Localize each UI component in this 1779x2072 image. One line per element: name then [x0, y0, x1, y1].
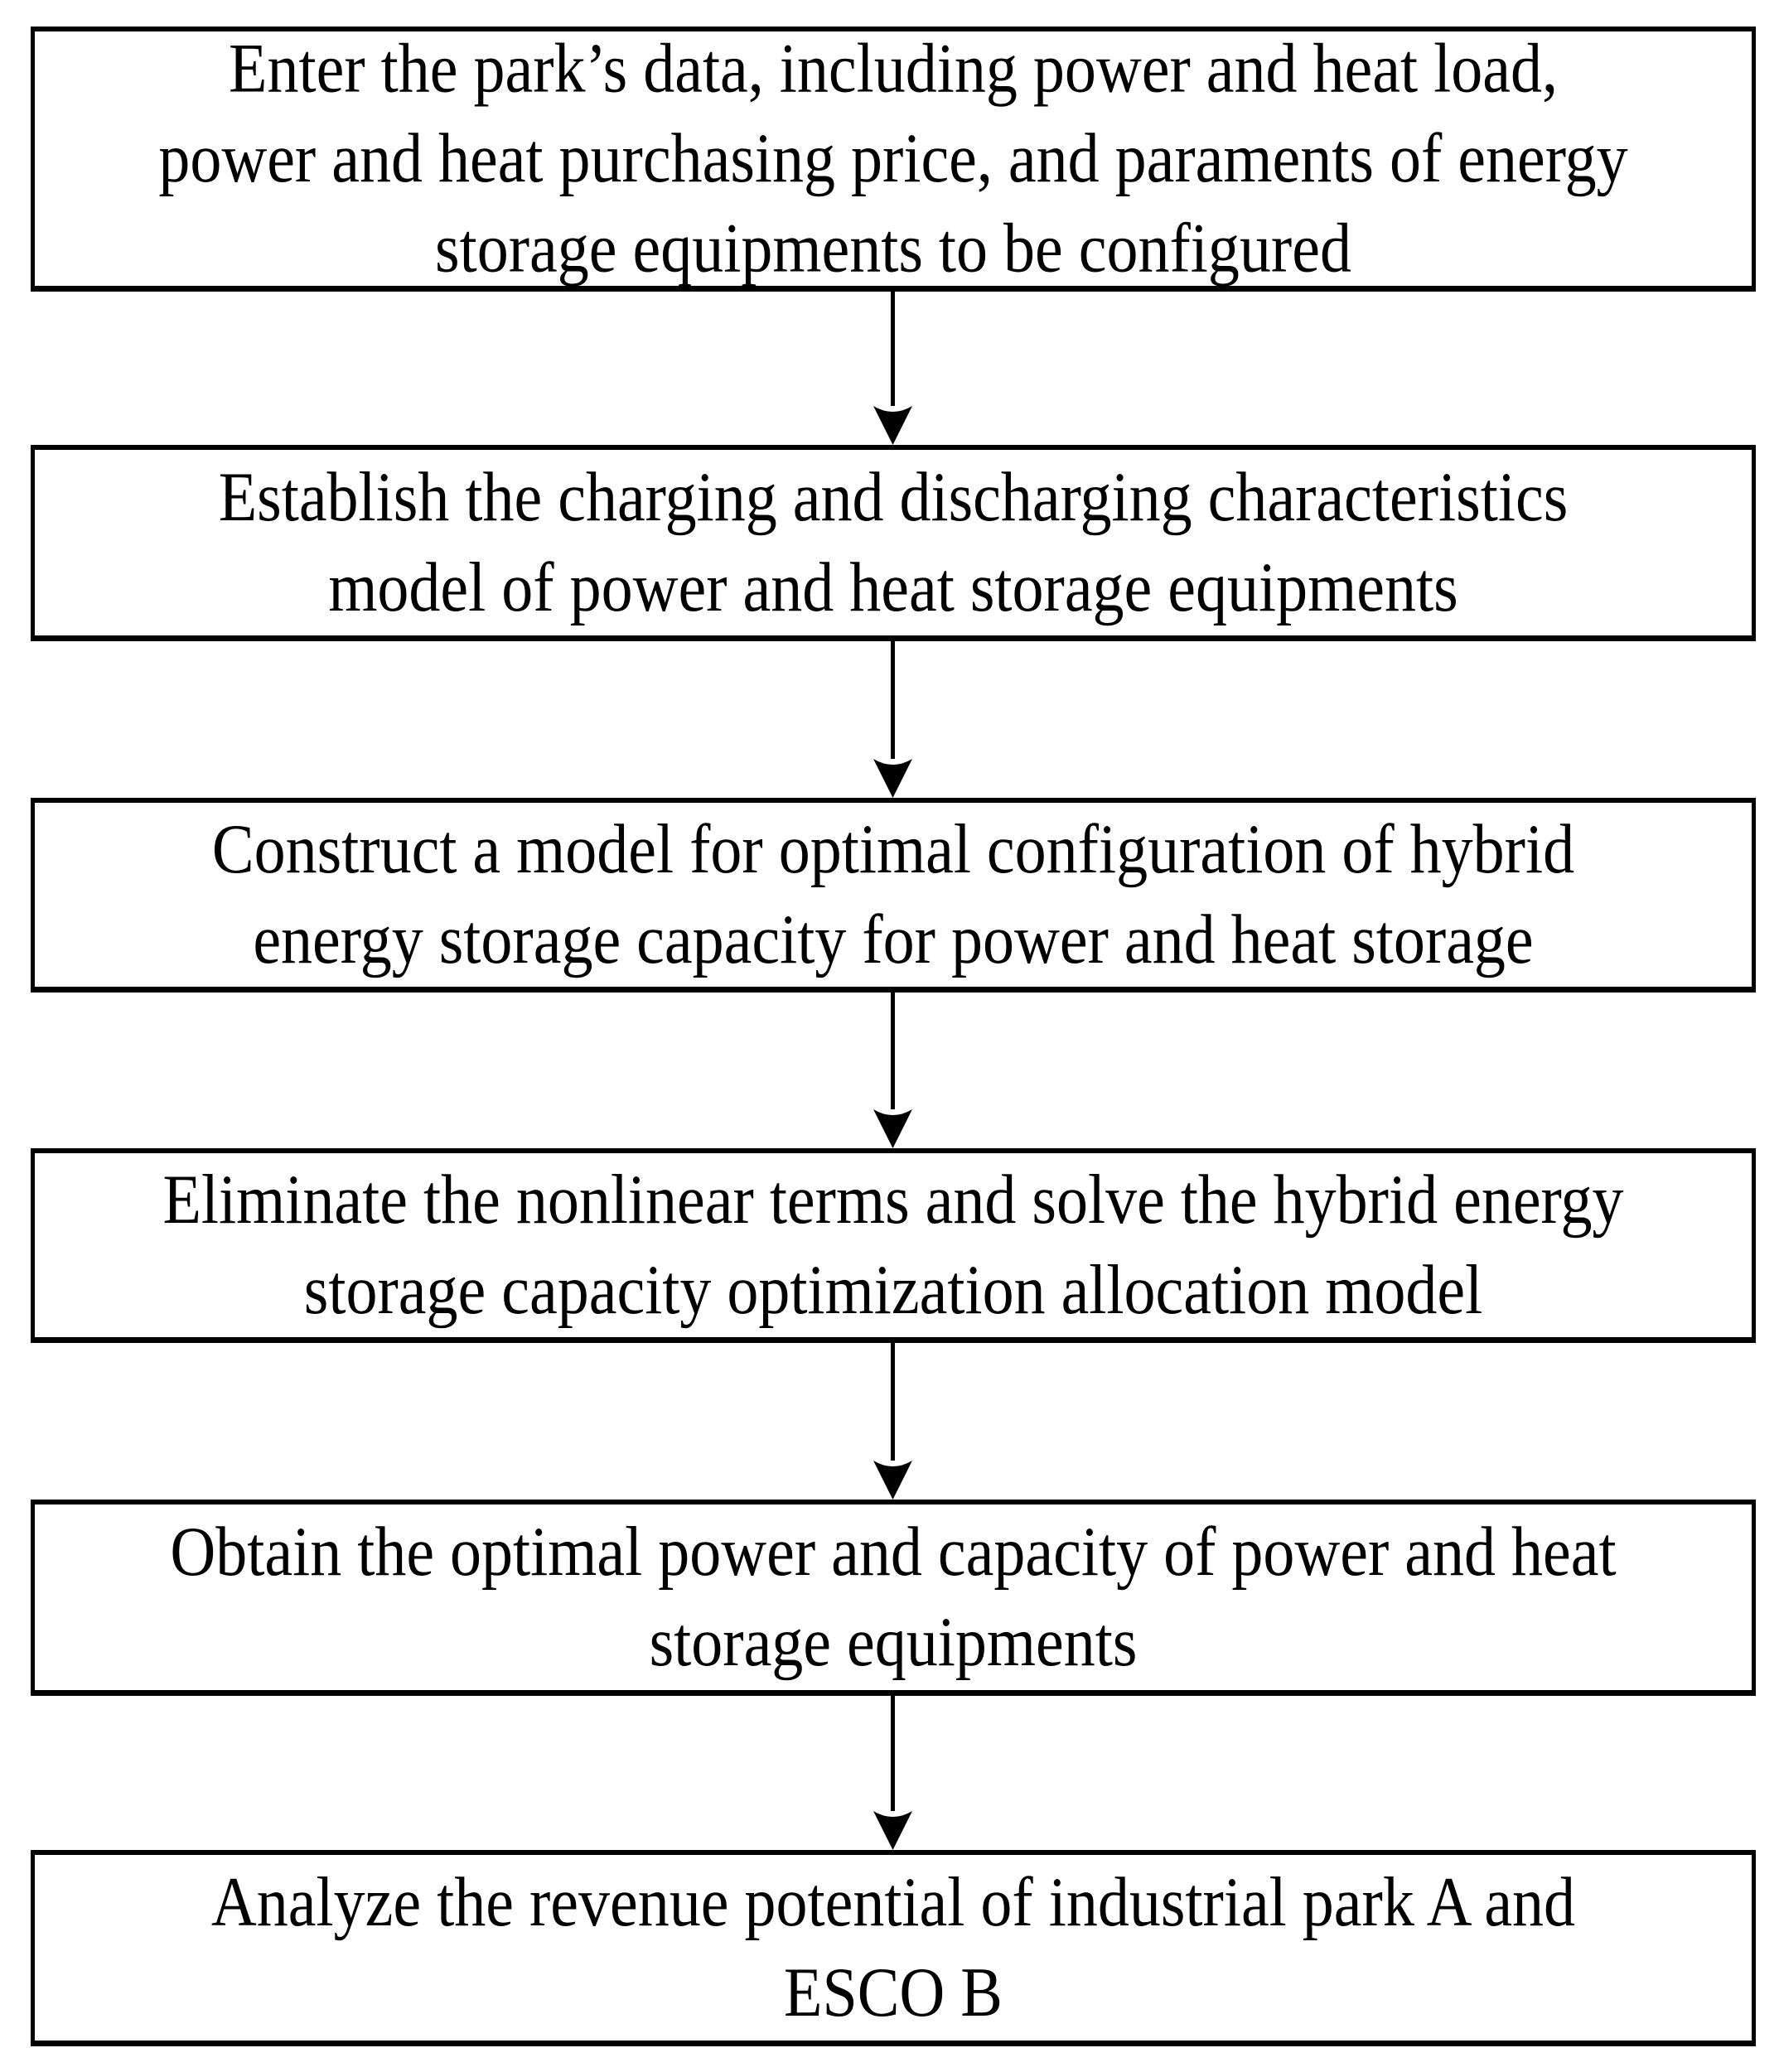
text-line: power and heat purchasing price, and par… — [158, 118, 1628, 197]
flow-arrow-3 — [873, 991, 912, 1148]
text-line: Establish the charging and discharging c… — [218, 458, 1569, 537]
text-line: storage equipments to be configured — [435, 209, 1351, 287]
flow-step-5: Obtain the optimal power and capacity of… — [31, 1500, 1756, 1696]
flow-arrow-1 — [873, 290, 912, 445]
flow-step-3: Construct a model for optimal configurat… — [31, 798, 1756, 993]
arrow-head-icon — [873, 1461, 912, 1500]
text-line: model of power and heat storage equipmen… — [328, 548, 1458, 626]
text-line: storage capacity optimization allocation… — [303, 1250, 1483, 1329]
flow-step-6: Analyze the revenue potential of industr… — [31, 1850, 1756, 2046]
flow-step-5-text: Obtain the optimal power and capacity of… — [35, 1507, 1752, 1687]
flow-step-2: Establish the charging and discharging c… — [31, 445, 1756, 641]
flow-arrow-5 — [873, 1694, 912, 1850]
flow-step-3-text: Construct a model for optimal configurat… — [35, 804, 1752, 984]
flow-arrow-4 — [873, 1341, 912, 1500]
text-line: energy storage capacity for power and he… — [253, 900, 1534, 978]
arrow-head-icon — [873, 1811, 912, 1850]
text-line: Obtain the optimal power and capacity of… — [170, 1513, 1617, 1591]
flow-arrow-2 — [873, 640, 912, 798]
flow-step-1-text: Enter the park’s data, including power a… — [35, 24, 1752, 294]
arrow-stem — [891, 640, 895, 759]
arrow-head-icon — [873, 759, 912, 798]
flow-step-4-text: Eliminate the nonlinear terms and solve … — [35, 1155, 1752, 1335]
flow-step-4: Eliminate the nonlinear terms and solve … — [31, 1148, 1756, 1343]
flow-step-2-text: Establish the charging and discharging c… — [35, 452, 1752, 632]
arrow-head-icon — [873, 406, 912, 445]
text-line: ESCO B — [784, 1953, 1003, 2031]
text-line: Construct a model for optimal configurat… — [211, 810, 1575, 889]
text-line: Enter the park’s data, including power a… — [229, 29, 1558, 108]
arrow-head-icon — [873, 1109, 912, 1148]
text-line: storage equipments — [649, 1602, 1138, 1681]
arrow-stem — [891, 1694, 895, 1811]
arrow-stem — [891, 991, 895, 1109]
text-line: Analyze the revenue potential of industr… — [210, 1863, 1576, 1942]
flow-step-1: Enter the park’s data, including power a… — [31, 27, 1756, 292]
flow-step-6-text: Analyze the revenue potential of industr… — [35, 1857, 1752, 2037]
text-line: Eliminate the nonlinear terms and solve … — [162, 1161, 1624, 1239]
arrow-stem — [891, 1341, 895, 1461]
arrow-stem — [891, 290, 895, 406]
